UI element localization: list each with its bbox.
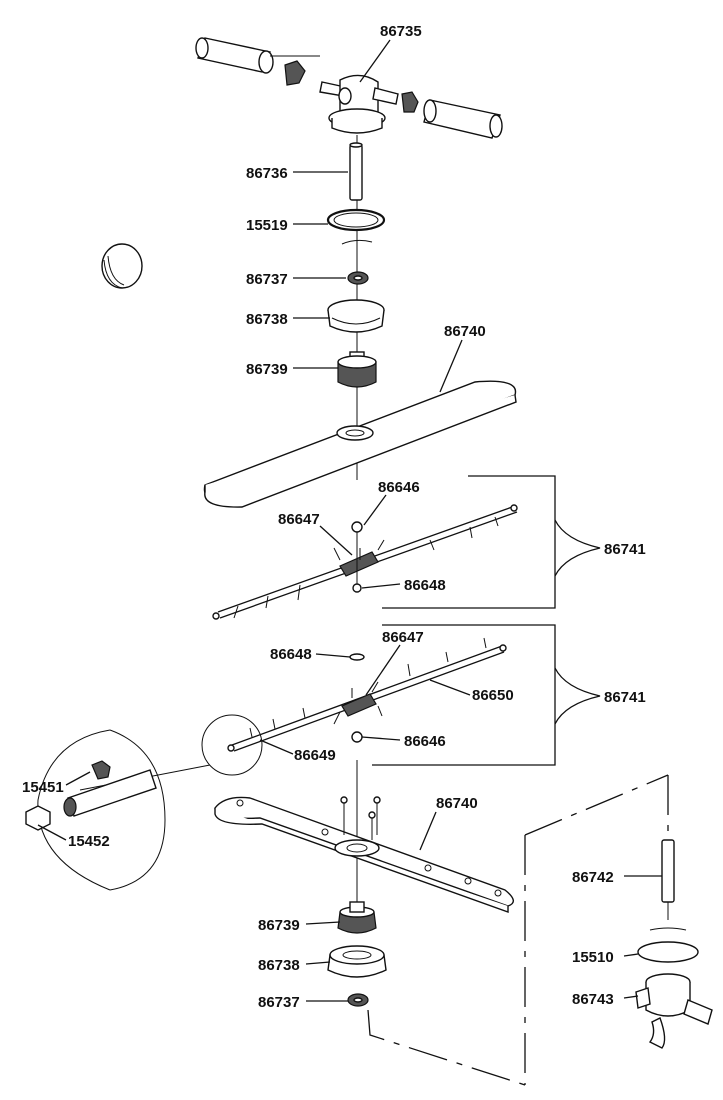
label-86735: 86735 [380, 23, 422, 40]
spray-tube-assembly-lower [227, 637, 507, 752]
label-86737-lower: 86737 [258, 994, 300, 1011]
nut-86737-lower [347, 993, 369, 1007]
label-86737-upper: 86737 [246, 271, 288, 288]
label-86740-upper: 86740 [444, 323, 486, 340]
label-15519: 15519 [246, 217, 288, 234]
leader-lines [37, 39, 662, 1002]
seal-ring-15519 [326, 208, 386, 245]
label-86647-lower: 86647 [382, 629, 424, 646]
label-86740-lower: 86740 [436, 795, 478, 812]
bracket-lines [367, 475, 669, 1086]
spray-arm-86740-upper [203, 380, 517, 508]
detail-callout [25, 714, 263, 891]
label-86646-lower: 86646 [404, 733, 446, 750]
supply-pipe-assembly [195, 37, 503, 139]
label-86743: 86743 [572, 991, 614, 1008]
label-86741-upper: 86741 [604, 541, 646, 558]
label-86648-upper: 86648 [404, 577, 446, 594]
bearing-86739-upper [337, 351, 377, 388]
label-86649: 86649 [294, 747, 336, 764]
spray-arm-86740-lower [214, 796, 514, 913]
label-86738-upper: 86738 [246, 311, 288, 328]
label-86741-lower: 86741 [604, 689, 646, 706]
bearing-86739-lower [337, 901, 377, 934]
cap-plug [101, 243, 143, 289]
label-86647-upper: 86647 [278, 511, 320, 528]
feed-tube-assembly [635, 839, 713, 1049]
label-15510: 15510 [572, 949, 614, 966]
nut-86737-upper [347, 271, 369, 285]
shaft-86736 [349, 142, 363, 201]
label-15452: 15452 [68, 833, 110, 850]
nut-86738-lower [327, 945, 387, 978]
label-86736: 86736 [246, 165, 288, 182]
spray-tube-assembly-upper [212, 504, 518, 620]
label-15451: 15451 [22, 779, 64, 796]
label-86648-lower: 86648 [270, 646, 312, 663]
label-86742: 86742 [572, 869, 614, 886]
label-86739-lower: 86739 [258, 917, 300, 934]
label-86738-lower: 86738 [258, 957, 300, 974]
label-86650: 86650 [472, 687, 514, 704]
label-86646-upper: 86646 [378, 479, 420, 496]
label-86739-upper: 86739 [246, 361, 288, 378]
collar-86738-upper [327, 299, 385, 333]
